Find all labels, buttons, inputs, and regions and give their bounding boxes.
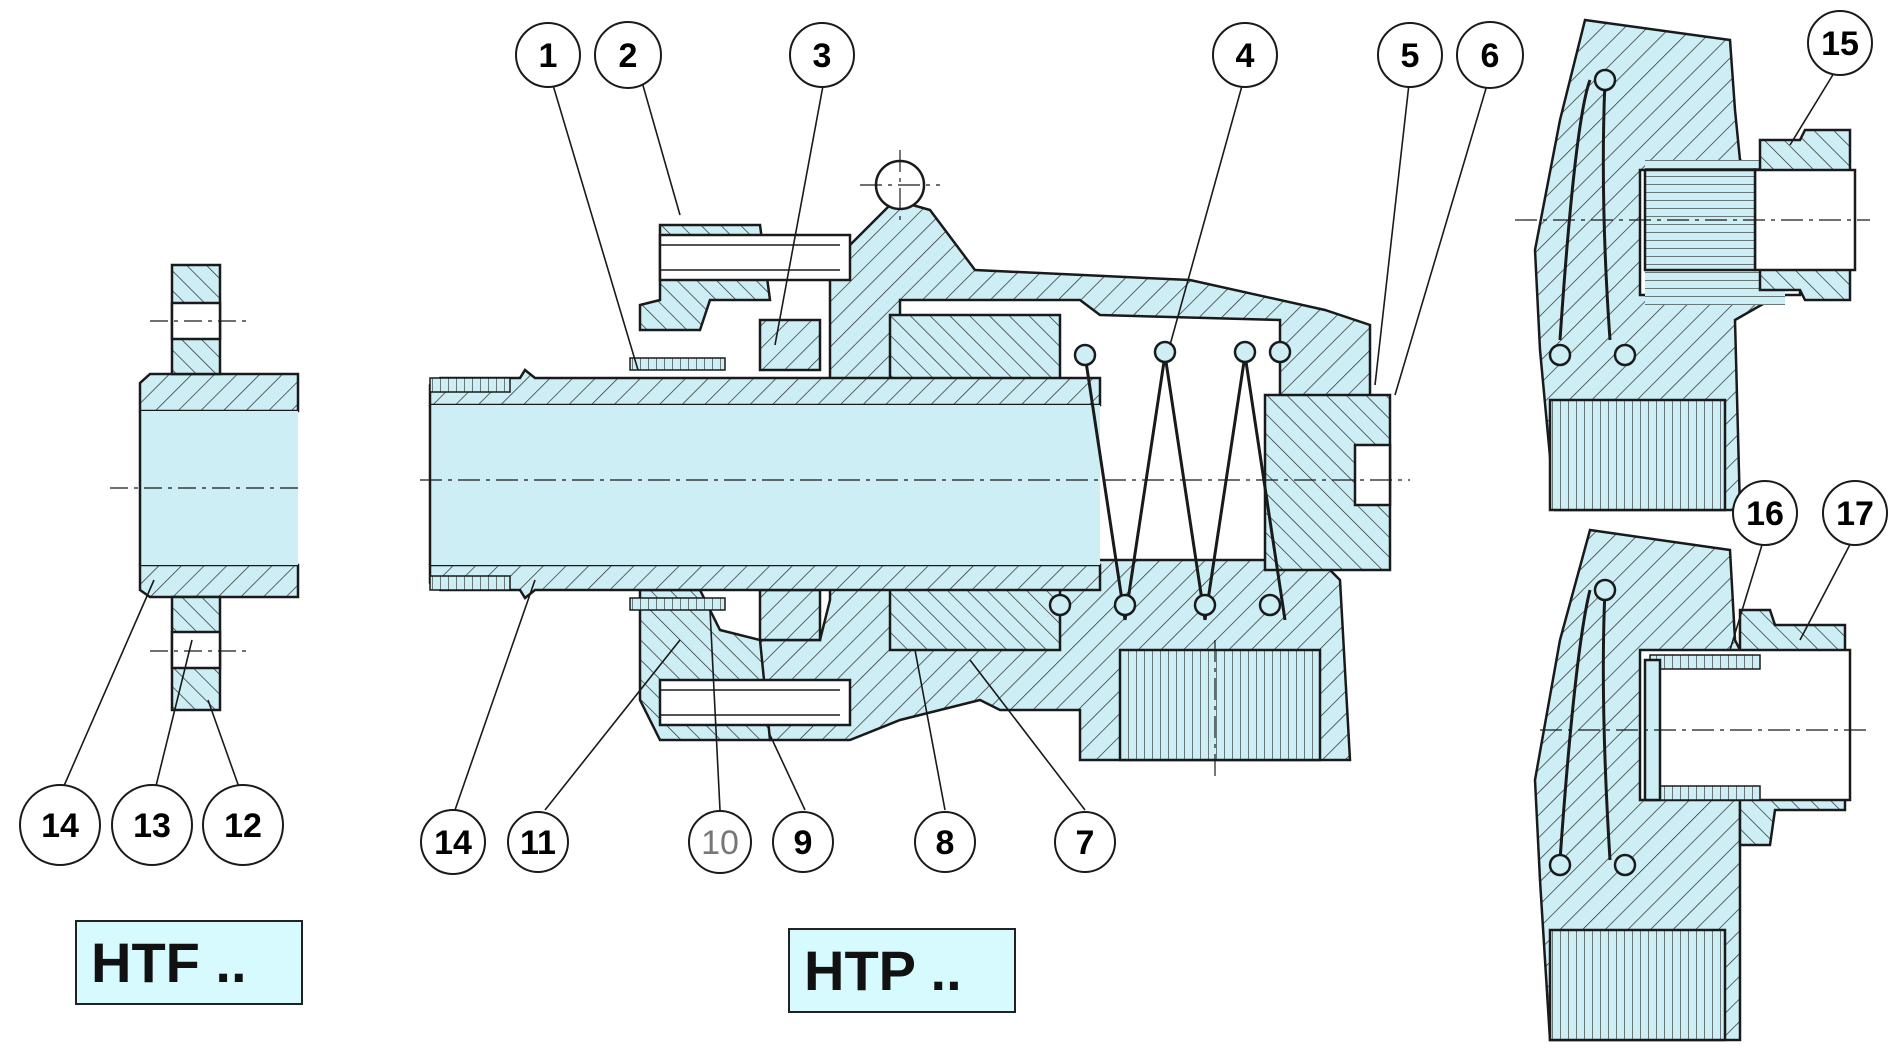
callout-7: 7: [1054, 811, 1116, 873]
callout-3: 3: [789, 22, 855, 88]
svg-text:17: 17: [1836, 495, 1874, 533]
detail-upper: [1515, 18, 1870, 512]
svg-text:13: 13: [133, 807, 171, 845]
svg-text:2: 2: [619, 37, 638, 75]
callout-17: 17: [1822, 480, 1888, 546]
svg-text:14: 14: [41, 807, 79, 845]
svg-text:15: 15: [1821, 25, 1859, 63]
caption-htp: HTP ..: [788, 928, 1016, 1013]
svg-text:14: 14: [434, 824, 472, 862]
svg-text:16: 16: [1746, 495, 1784, 533]
svg-text:6: 6: [1481, 37, 1500, 75]
callout-5: 5: [1377, 22, 1443, 88]
callout-14-main: 14: [420, 809, 486, 875]
callout-15: 15: [1807, 10, 1873, 76]
callouts: 1 2 3 4 5 6 15 16 17 14 13 12 14 11 10 9…: [19, 10, 1888, 875]
callout-8: 8: [914, 811, 976, 873]
svg-text:9: 9: [794, 824, 813, 862]
svg-text:8: 8: [936, 824, 955, 862]
callout-14-left: 14: [19, 784, 101, 866]
svg-text:12: 12: [224, 807, 262, 845]
callout-16: 16: [1732, 480, 1798, 546]
callout-13: 13: [111, 784, 193, 866]
svg-text:1: 1: [539, 37, 558, 75]
callout-10: 10: [688, 810, 752, 874]
callout-2: 2: [594, 21, 662, 89]
svg-text:11: 11: [520, 824, 556, 862]
detail-lower: [1533, 528, 1870, 1042]
htf-section: [59, 263, 300, 796]
caption-htf: HTF ..: [75, 920, 303, 1005]
callout-12: 12: [202, 784, 284, 866]
callout-9: 9: [772, 811, 834, 873]
svg-text:7: 7: [1076, 824, 1095, 862]
svg-text:5: 5: [1401, 37, 1420, 75]
svg-text:3: 3: [813, 37, 832, 75]
callout-4: 4: [1212, 22, 1278, 88]
callout-11: 11: [507, 811, 569, 873]
callout-1: 1: [515, 22, 581, 88]
svg-text:10: 10: [701, 824, 739, 862]
callout-6: 6: [1456, 21, 1524, 89]
svg-text:4: 4: [1236, 37, 1255, 75]
htp-section: [420, 74, 1491, 811]
